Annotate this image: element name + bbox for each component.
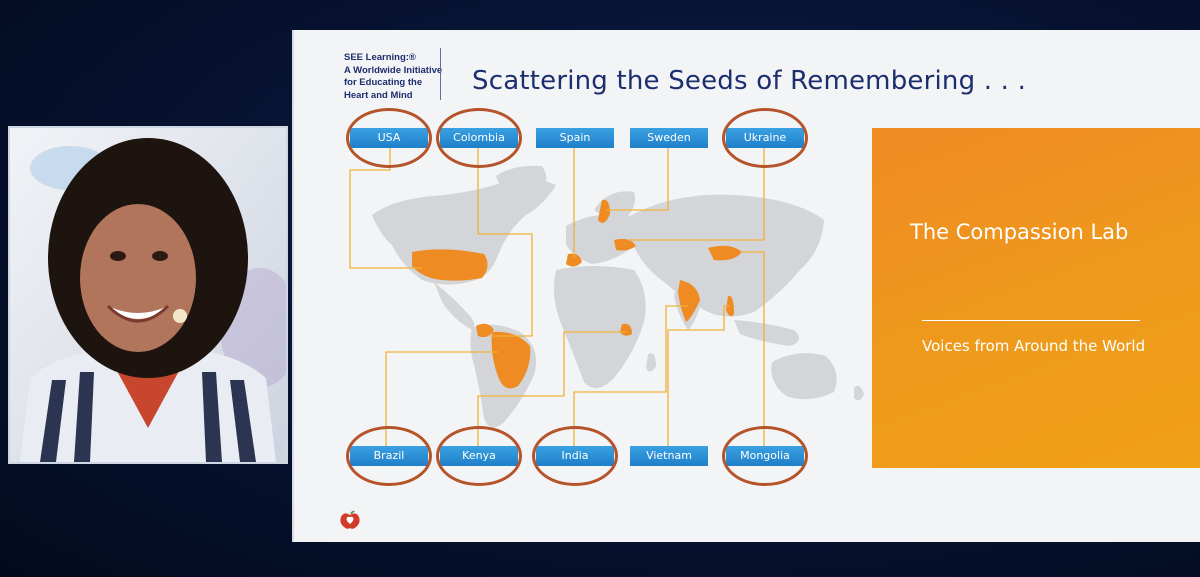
ukraine-highlight <box>614 238 636 251</box>
spain-highlight <box>566 253 582 267</box>
country-label-vietnam: Vietnam <box>630 446 708 466</box>
highlight-circle-mongolia <box>722 426 808 486</box>
mongolia-highlight <box>708 245 742 261</box>
world-map <box>349 148 864 446</box>
apple-heart-icon <box>340 510 360 529</box>
brand-divider <box>440 48 441 100</box>
colombia-highlight <box>476 323 494 338</box>
highlight-circle-india <box>532 426 618 486</box>
connector-india <box>573 305 688 446</box>
highlight-circle-colombia <box>436 108 522 168</box>
india-highlight <box>678 280 700 322</box>
map-land <box>372 165 864 428</box>
highlight-circle-usa <box>346 108 432 168</box>
connector-mongolia <box>740 251 765 446</box>
brazil-highlight <box>491 331 531 389</box>
usa-highlight <box>412 249 488 281</box>
connector-colombia <box>477 148 533 337</box>
brand-line: for Educating the <box>344 77 423 88</box>
brand-line: Heart and Mind <box>344 89 413 101</box>
brand-line: A Worldwide Initiative <box>344 64 443 76</box>
panel-subtitle: Voices from Around the World <box>922 337 1146 355</box>
slide-title: Scattering the Seeds of Remembering . . … <box>472 66 1027 96</box>
connector-lines <box>349 148 765 446</box>
highlight-circle-brazil <box>346 426 432 486</box>
connector-sweden <box>606 148 669 211</box>
connector-kenya <box>477 331 626 446</box>
country-label-spain: Spain <box>536 128 614 148</box>
panel-title: The Compassion Lab <box>910 220 1129 244</box>
connector-vietnam <box>667 305 730 446</box>
presentation-slide: SEE Learning:® A Worldwide Initiative fo… <box>292 30 1200 542</box>
speaker-video-tile[interactable] <box>8 126 288 464</box>
compassion-lab-panel: The Compassion Lab Voices from Around th… <box>872 128 1200 468</box>
panel-divider <box>922 320 1140 321</box>
highlight-circle-kenya <box>436 426 522 486</box>
connector-brazil <box>385 351 498 446</box>
brand-block: SEE Learning:® A Worldwide Initiative fo… <box>344 52 443 102</box>
country-label-sweden: Sweden <box>630 128 708 148</box>
brand-line: SEE Learning:® <box>344 52 416 63</box>
speaker-video-feed <box>10 128 286 462</box>
sweden-highlight <box>598 199 610 223</box>
connector-ukraine <box>628 148 765 241</box>
highlight-circle-ukraine <box>722 108 808 168</box>
